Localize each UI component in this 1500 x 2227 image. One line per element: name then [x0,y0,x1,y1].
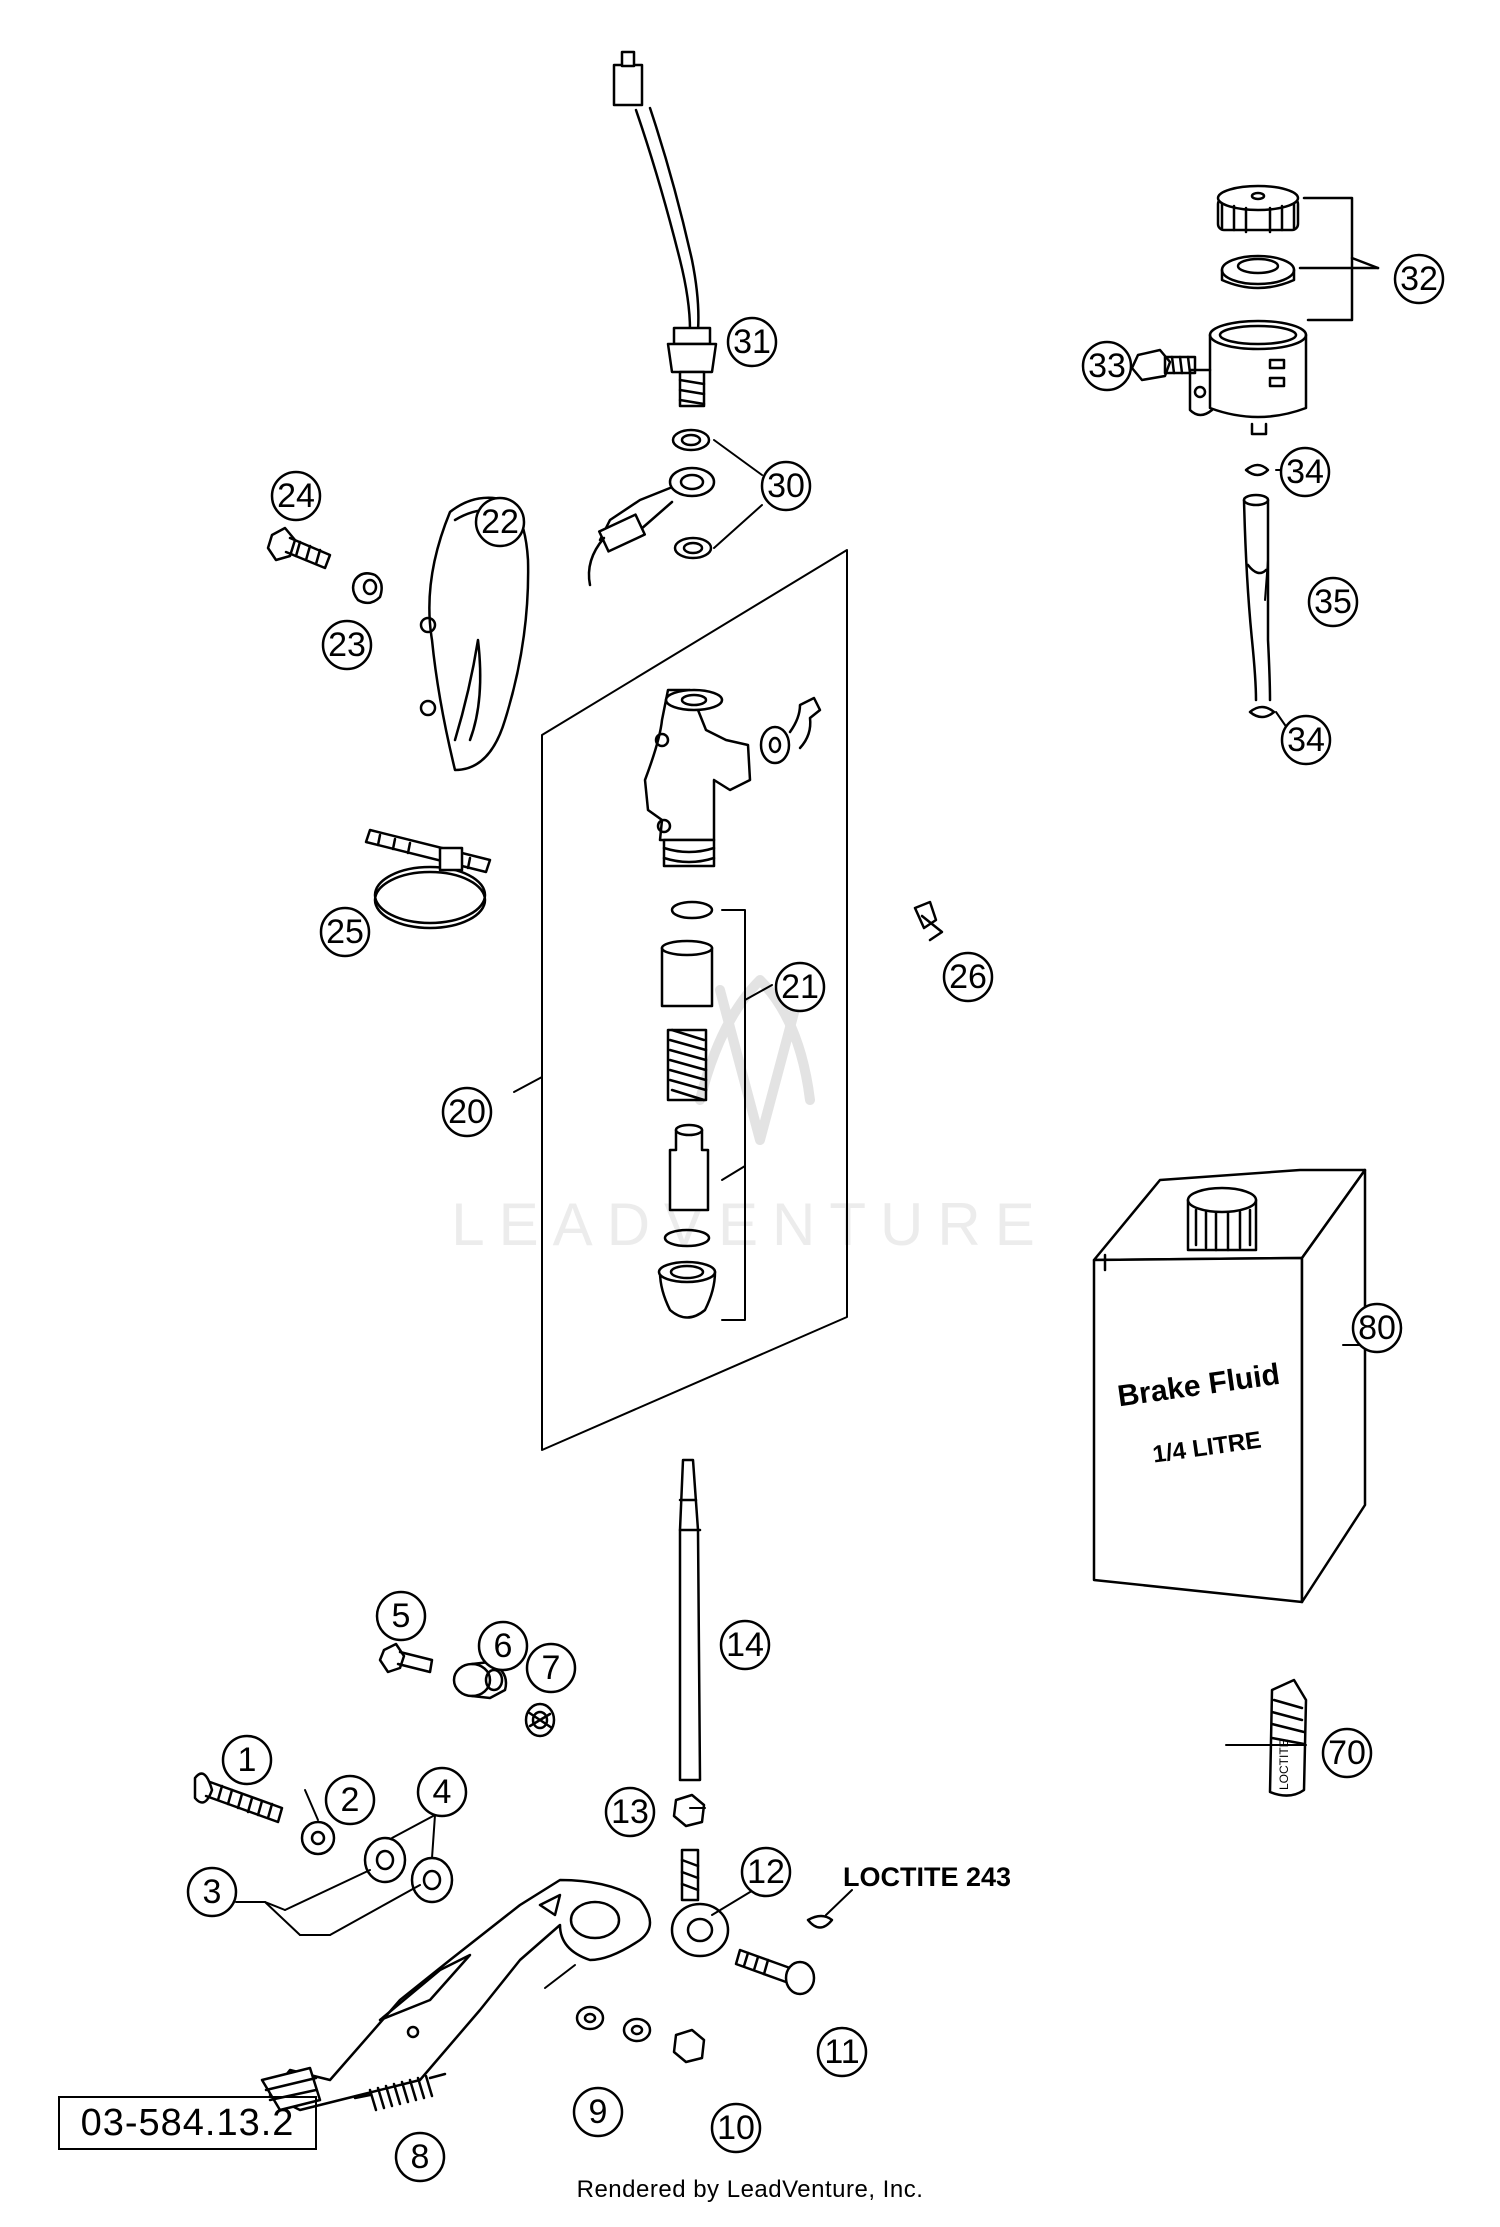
part-70-loctite-tube [1268,1678,1308,1797]
part-30-banjo-bolt-washers [587,428,763,587]
callout-34-bottom: 34 [1287,721,1325,759]
callout-6: 6 [494,1627,513,1665]
callout-23: 23 [328,626,366,664]
loctite-note: LOCTITE 243 [843,1862,1011,1892]
watermark-text: LEADVENTURE [451,1191,1048,1258]
callout-26: 26 [949,958,987,996]
callout-7: 7 [542,1649,561,1687]
callout-4: 4 [433,1773,452,1811]
part-26-clip [913,900,944,942]
rendered-by-caption: Rendered by LeadVenture, Inc. [576,2176,924,2203]
part-24-bolt [266,526,332,570]
part-6-bushing [452,1660,508,1700]
part-7-bearing [524,1702,556,1738]
part-14-push-rod [672,1458,706,1828]
callout-12: 12 [747,1853,785,1891]
part-25-cable-tie [364,828,492,930]
part-34-hose-clamps [1244,463,1276,719]
part-4-bearings [363,1836,454,1904]
part-23-nut [351,572,383,605]
callout-30: 30 [767,467,805,505]
part-5-screw [378,1642,434,1674]
callout-22: 22 [481,503,519,541]
callout-34-top: 34 [1286,453,1324,491]
part-8-spring [353,2072,447,2112]
part-1-bolt [193,1772,284,1824]
callout-3: 3 [203,1873,222,1911]
callout-20: 20 [448,1093,486,1131]
parts-9-10-washer-nut [575,2005,706,2064]
part-3-brake-pedal [260,1869,652,2112]
callout-80: 80 [1358,1309,1396,1347]
part-2-washer [300,1820,336,1856]
callout-10: 10 [717,2109,755,2147]
callout-8: 8 [411,2138,430,2176]
part-21-piston-kit [657,900,773,1321]
callout-32: 32 [1400,260,1438,298]
callout-35: 35 [1314,583,1352,621]
callout-9: 9 [589,2093,608,2131]
callout-21: 21 [781,968,819,1006]
tube-label: LOCTITE [1277,1739,1291,1790]
callout-13: 13 [611,1793,649,1831]
loctite-drop [806,1914,834,1929]
callout-31: 31 [733,323,771,361]
callout-labels: 1 2 3 4 5 6 7 8 9 10 11 12 13 14 20 21 2… [203,260,1438,2176]
part-35-hose [1242,493,1272,702]
callout-25: 25 [326,913,364,951]
callouts [186,253,1445,2183]
watermark-logo [695,975,815,1145]
part-12-clevis [670,1848,730,1958]
part-80-brake-fluid-bottle [1092,1168,1367,1604]
part-32-reservoir [1188,184,1380,436]
part-11-bolt [734,1948,816,1996]
part-31-brake-light-switch [612,50,718,408]
callout-11: 11 [824,2033,859,2071]
part-20-master-cylinder-group [513,549,848,1451]
drawing-number: 03-584.13.2 [58,2096,317,2150]
callout-33: 33 [1088,347,1126,385]
callout-70: 70 [1328,1734,1366,1772]
callout-5: 5 [392,1597,411,1635]
part-33-screw [1130,348,1197,382]
callout-1: 1 [238,1741,257,1779]
callout-24: 24 [277,477,315,515]
leader-lines [235,367,1366,1916]
callout-14: 14 [726,1626,764,1664]
callout-2: 2 [341,1781,360,1819]
